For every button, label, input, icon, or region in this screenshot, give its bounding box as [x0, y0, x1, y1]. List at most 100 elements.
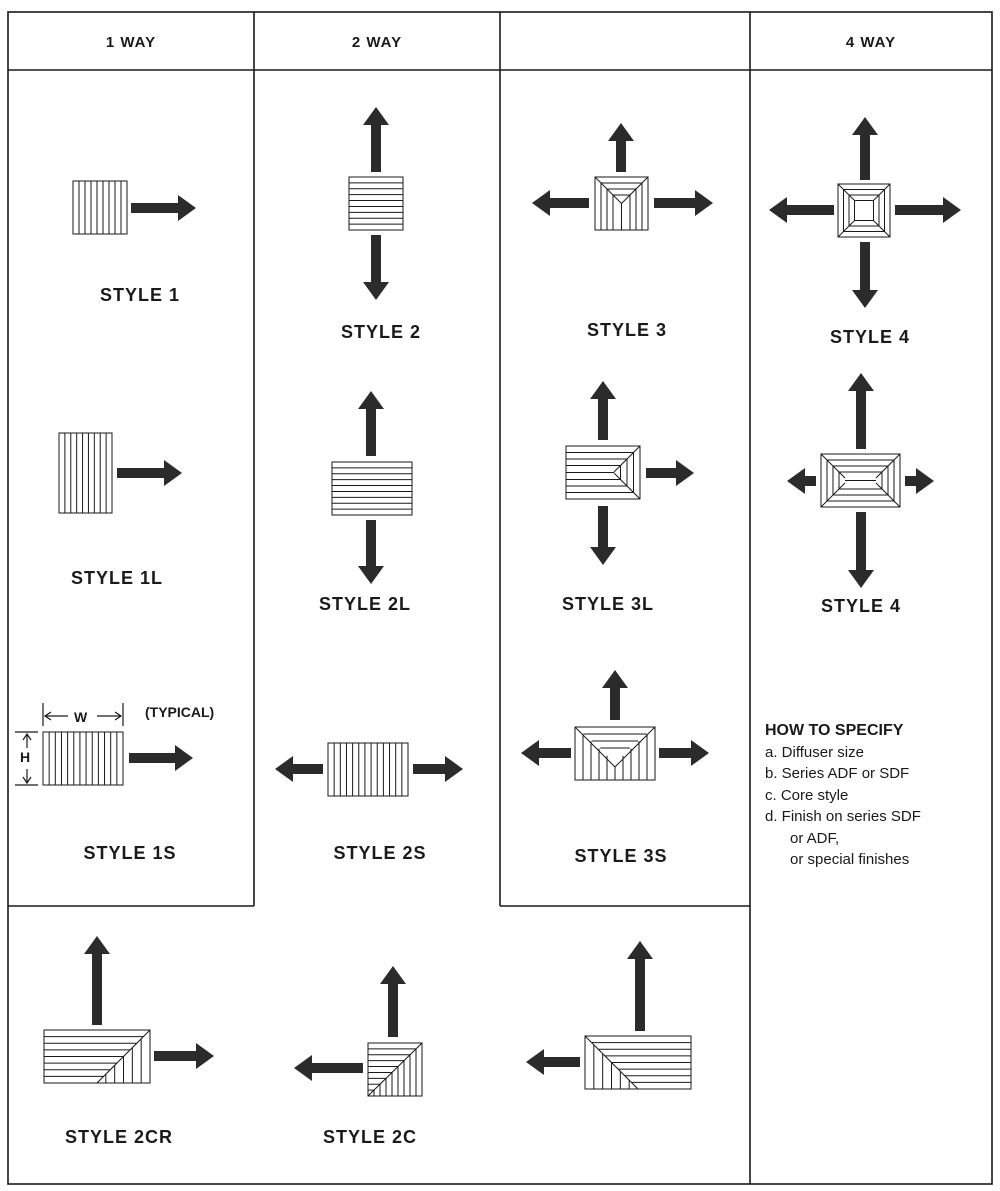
- core-ring: [838, 471, 883, 490]
- core-outline: [331, 461, 413, 516]
- spec-item: b. Series ADF or SDF: [765, 765, 910, 782]
- arrow-up: [363, 107, 389, 172]
- header-2-way: 2 WAY: [351, 34, 403, 51]
- core-style-2c: [367, 1042, 423, 1097]
- arrow-left: [787, 468, 816, 494]
- how-to-specify: HOW TO SPECIFY a. Diffuser size b. Serie…: [765, 720, 921, 871]
- core-style-4-square: [837, 183, 891, 238]
- core-ring: [848, 194, 880, 227]
- arrow-up: [358, 391, 384, 456]
- arrow-down: [852, 242, 878, 308]
- dimension-width-label: W: [74, 709, 88, 725]
- core-style-1: [72, 180, 128, 235]
- core-miter: [574, 726, 616, 768]
- label-style-4-bottom: STYLE 4: [820, 596, 902, 616]
- arrow-down: [363, 235, 389, 300]
- dimension-arrowhead: [22, 732, 32, 741]
- how-to-specify-title: HOW TO SPECIFY: [765, 722, 904, 739]
- arrow-up: [852, 117, 878, 180]
- core-miter: [837, 220, 855, 238]
- arrow-right: [117, 460, 182, 486]
- arrow-left: [521, 740, 571, 766]
- core-style-3: [594, 176, 649, 231]
- label-style-1s: STYLE 1S: [83, 843, 177, 863]
- label-style-2c: STYLE 2C: [322, 1127, 418, 1147]
- header-1-way: 1 WAY: [105, 34, 157, 51]
- label-style-2s: STYLE 2S: [333, 843, 427, 863]
- arrow-right: [895, 197, 961, 223]
- core-style-2l: [331, 461, 413, 516]
- core-style-1s: [42, 731, 124, 786]
- label-style-4-top: STYLE 4: [829, 327, 911, 347]
- style-icons: [15, 176, 901, 1097]
- label-style-3l: STYLE 3L: [561, 594, 654, 614]
- dimension-arrowhead: [22, 776, 32, 785]
- core-style-2s: [327, 742, 409, 797]
- spec-item: d. Finish on series SDF: [765, 808, 921, 825]
- arrow-right: [413, 756, 463, 782]
- dimension-arrowhead: [43, 711, 52, 721]
- core-ring: [832, 465, 889, 496]
- core-style-2cr: [43, 1029, 151, 1084]
- core-miter: [594, 176, 622, 204]
- arrow-right: [129, 745, 193, 771]
- label-style-3s: STYLE 3S: [574, 846, 668, 866]
- core-style-1l: [58, 432, 113, 514]
- arrow-up: [627, 941, 653, 1031]
- core-outline: [837, 183, 891, 238]
- core-miter: [873, 183, 891, 201]
- header-4-way: 4 WAY: [845, 34, 897, 51]
- dimension-arrowhead: [114, 711, 123, 721]
- label-style-2cr: STYLE 2CR: [64, 1127, 174, 1147]
- core-miter: [820, 453, 846, 479]
- core-style-3l: [565, 445, 641, 500]
- arrow-right: [659, 740, 709, 766]
- arrow-right: [131, 195, 196, 221]
- core-outline: [58, 432, 113, 514]
- dimension-typical-note: (TYPICAL): [145, 704, 215, 720]
- core-style-3s: [574, 726, 656, 781]
- arrow-up: [380, 966, 406, 1037]
- arrow-up: [602, 670, 628, 720]
- core-ring: [843, 189, 885, 232]
- arrow-left: [275, 756, 323, 782]
- arrow-left: [526, 1049, 580, 1075]
- arrow-up: [608, 123, 634, 172]
- arrow-up: [84, 936, 110, 1025]
- core-miter: [875, 453, 901, 479]
- core-miter: [873, 220, 891, 238]
- core-miter: [614, 726, 656, 768]
- spec-item: or ADF,: [790, 829, 840, 847]
- core-miter: [875, 482, 901, 508]
- spec-item: c. Core style: [765, 786, 849, 804]
- core-outline: [327, 742, 409, 797]
- arrow-right: [905, 468, 934, 494]
- arrow-down: [590, 506, 616, 565]
- core-miter: [621, 176, 649, 204]
- core-ring: [826, 459, 895, 502]
- arrow-right: [654, 190, 713, 216]
- core-style-corner-left: [584, 1035, 692, 1090]
- airflow-arrows: [84, 107, 961, 1081]
- core-miter: [837, 183, 855, 201]
- core-outline: [42, 731, 124, 786]
- dimension-marks: [15, 703, 124, 786]
- label-style-3: STYLE 3: [586, 320, 668, 340]
- arrow-down: [848, 512, 874, 588]
- arrow-left: [294, 1055, 363, 1081]
- core-ring: [854, 200, 874, 221]
- table-frame: [7, 11, 993, 1185]
- core-miter: [820, 482, 846, 508]
- core-style-2: [348, 176, 404, 231]
- core-miter: [367, 1042, 423, 1097]
- arrow-down: [358, 520, 384, 584]
- label-style-1: STYLE 1: [99, 285, 181, 305]
- dimension-height-label: H: [20, 749, 31, 765]
- arrow-right: [646, 460, 694, 486]
- arrow-left: [769, 197, 834, 223]
- arrow-right: [154, 1043, 214, 1069]
- core-outline: [348, 176, 404, 231]
- label-style-2: STYLE 2: [340, 322, 422, 342]
- spec-item: or special finishes: [790, 851, 910, 868]
